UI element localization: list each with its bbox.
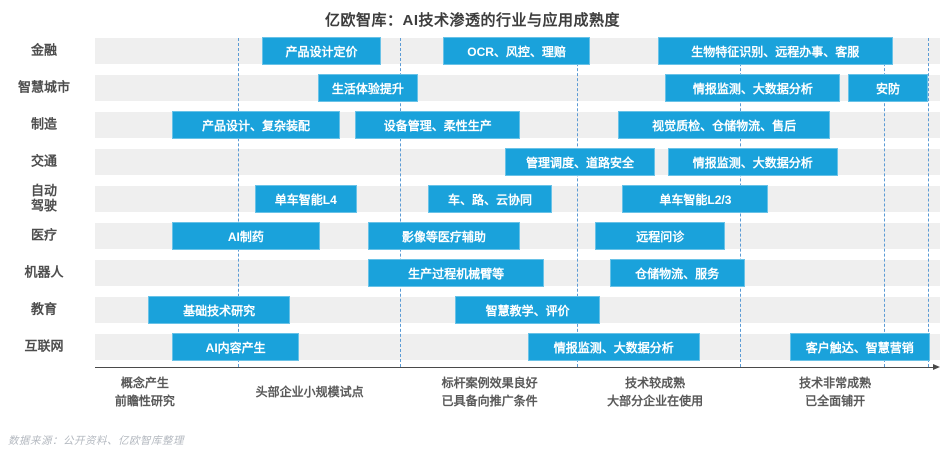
- row-label: 制造: [30, 116, 57, 132]
- x-axis-line: [95, 364, 940, 370]
- stage-divider-line: [884, 38, 886, 367]
- app-box: 产品设计、复杂装配: [171, 111, 341, 139]
- app-box: 设备管理、柔性生产: [355, 111, 521, 139]
- app-box: 情报监测、大数据分析: [665, 74, 841, 102]
- app-box: AI内容产生: [171, 333, 300, 361]
- app-box: 影像等医疗辅助: [367, 222, 520, 250]
- source-note: 数据来源：公开资料、亿欧智库整理: [8, 435, 184, 447]
- row-label: 医疗: [30, 227, 57, 243]
- stage-divider-line: [237, 38, 239, 367]
- stage-label: 技术较成熟 大部分企业在使用: [607, 376, 704, 408]
- app-box: 安防: [847, 74, 929, 102]
- app-box: 智慧教学、评价: [455, 296, 601, 324]
- stage-divider-line: [928, 38, 930, 367]
- row-label: 智慧城市: [17, 79, 70, 95]
- x-axis-arrow-icon: [933, 364, 940, 370]
- row-label: 自动 驾驶: [30, 183, 57, 213]
- app-box: OCR、风控、理赔: [443, 37, 591, 65]
- app-box: 单车智能L2/3: [622, 185, 769, 213]
- stage-divider-line: [576, 38, 578, 367]
- app-box: 仓储物流、服务: [609, 259, 745, 287]
- row-label: 金融: [30, 42, 57, 58]
- app-box: 单车智能L4: [254, 185, 357, 213]
- app-box: 生活体验提升: [318, 74, 418, 102]
- app-box: 客户触达、智慧营销: [789, 333, 930, 361]
- app-box: 基础技术研究: [148, 296, 291, 324]
- app-box: 生产过程机械臂等: [367, 259, 545, 287]
- stage-divider-line: [400, 38, 401, 367]
- app-box: 情报监测、大数据分析: [667, 148, 838, 176]
- app-box: AI制药: [171, 222, 320, 250]
- chart-title: 亿欧智库：AI技术渗透的行业与应用成熟度: [324, 12, 620, 29]
- app-box: 管理调度、道路安全: [504, 148, 656, 176]
- stage-label: 头部企业小规模试点: [255, 385, 364, 399]
- row-label: 机器人: [24, 264, 64, 280]
- stage-label: 标杆案例效果良好 已具备向推广条件: [441, 376, 538, 408]
- stage-label: 概念产生 前瞻性研究: [114, 376, 175, 408]
- app-box: 产品设计定价: [262, 37, 381, 65]
- row-label: 互联网: [24, 338, 64, 354]
- app-box: 视觉质检、仓储物流、售后: [618, 111, 831, 139]
- stage-label: 技术非常成熟 已全面铺开: [799, 376, 872, 408]
- app-box: 远程问诊: [595, 222, 726, 250]
- app-box: 情报监测、大数据分析: [527, 333, 700, 361]
- row-label: 交通: [30, 153, 57, 169]
- app-box: 车、路、云协同: [427, 185, 553, 213]
- app-box: 生物特征识别、远程办事、客服: [657, 37, 893, 65]
- row-label: 教育: [30, 301, 57, 317]
